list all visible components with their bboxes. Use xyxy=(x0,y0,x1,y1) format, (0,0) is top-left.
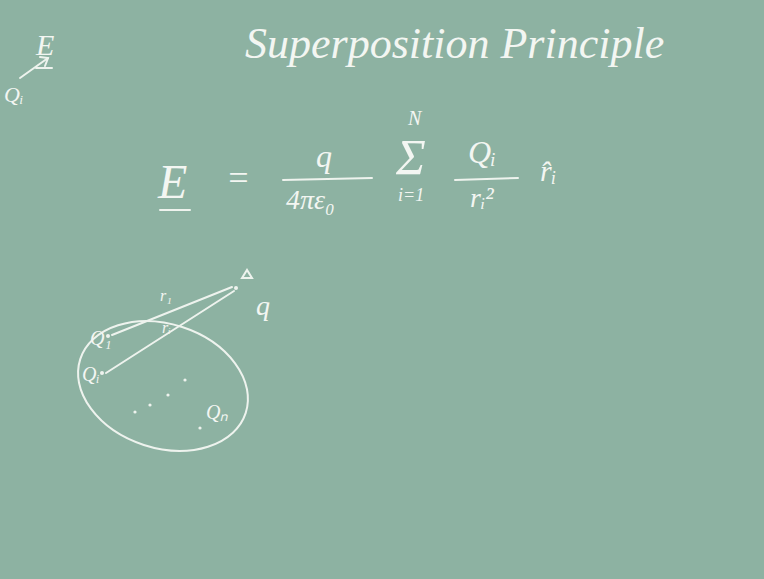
test-charge: q xyxy=(316,140,332,172)
distance-label: r₁ xyxy=(160,288,172,304)
fraction-bar xyxy=(455,178,518,180)
vector-underline xyxy=(36,67,52,69)
equals-sign: = xyxy=(226,160,250,196)
denominator: 4πε₀ xyxy=(286,186,335,214)
charge-symbol: Qᵢ xyxy=(4,84,23,106)
charge-dot xyxy=(183,378,186,381)
charge-dot xyxy=(234,286,238,290)
test-charge: q xyxy=(256,292,270,320)
field-symbol: E xyxy=(158,158,187,206)
sum-limit: N xyxy=(408,108,421,128)
vector-symbol: E xyxy=(36,30,54,60)
distance-line xyxy=(112,287,232,335)
charge-label: Qₙ xyxy=(206,402,228,422)
charge-region: Q₁ QᵢQₙ xyxy=(72,306,254,466)
sum-sign: Σ xyxy=(396,132,426,182)
charge-dot xyxy=(198,426,201,429)
unit-vector: r̂ᵢ xyxy=(540,156,556,186)
fraction-bar xyxy=(283,178,372,180)
region-ellipse xyxy=(72,306,254,466)
charge-label: Qᵢ xyxy=(82,364,100,384)
charge-dot xyxy=(133,410,136,413)
charge-label: Q₁ xyxy=(90,328,111,348)
charge-dot xyxy=(166,393,169,396)
charge-dot xyxy=(148,403,151,406)
board-title: Superposition Principle xyxy=(245,22,664,66)
vector-underline xyxy=(160,209,190,211)
sum-index: i=1 xyxy=(398,186,424,204)
charge-term: Qᵢ xyxy=(468,136,496,168)
field-point-mark xyxy=(242,270,252,278)
distance-term: rᵢ² xyxy=(470,184,494,212)
charge-dot xyxy=(100,371,104,375)
